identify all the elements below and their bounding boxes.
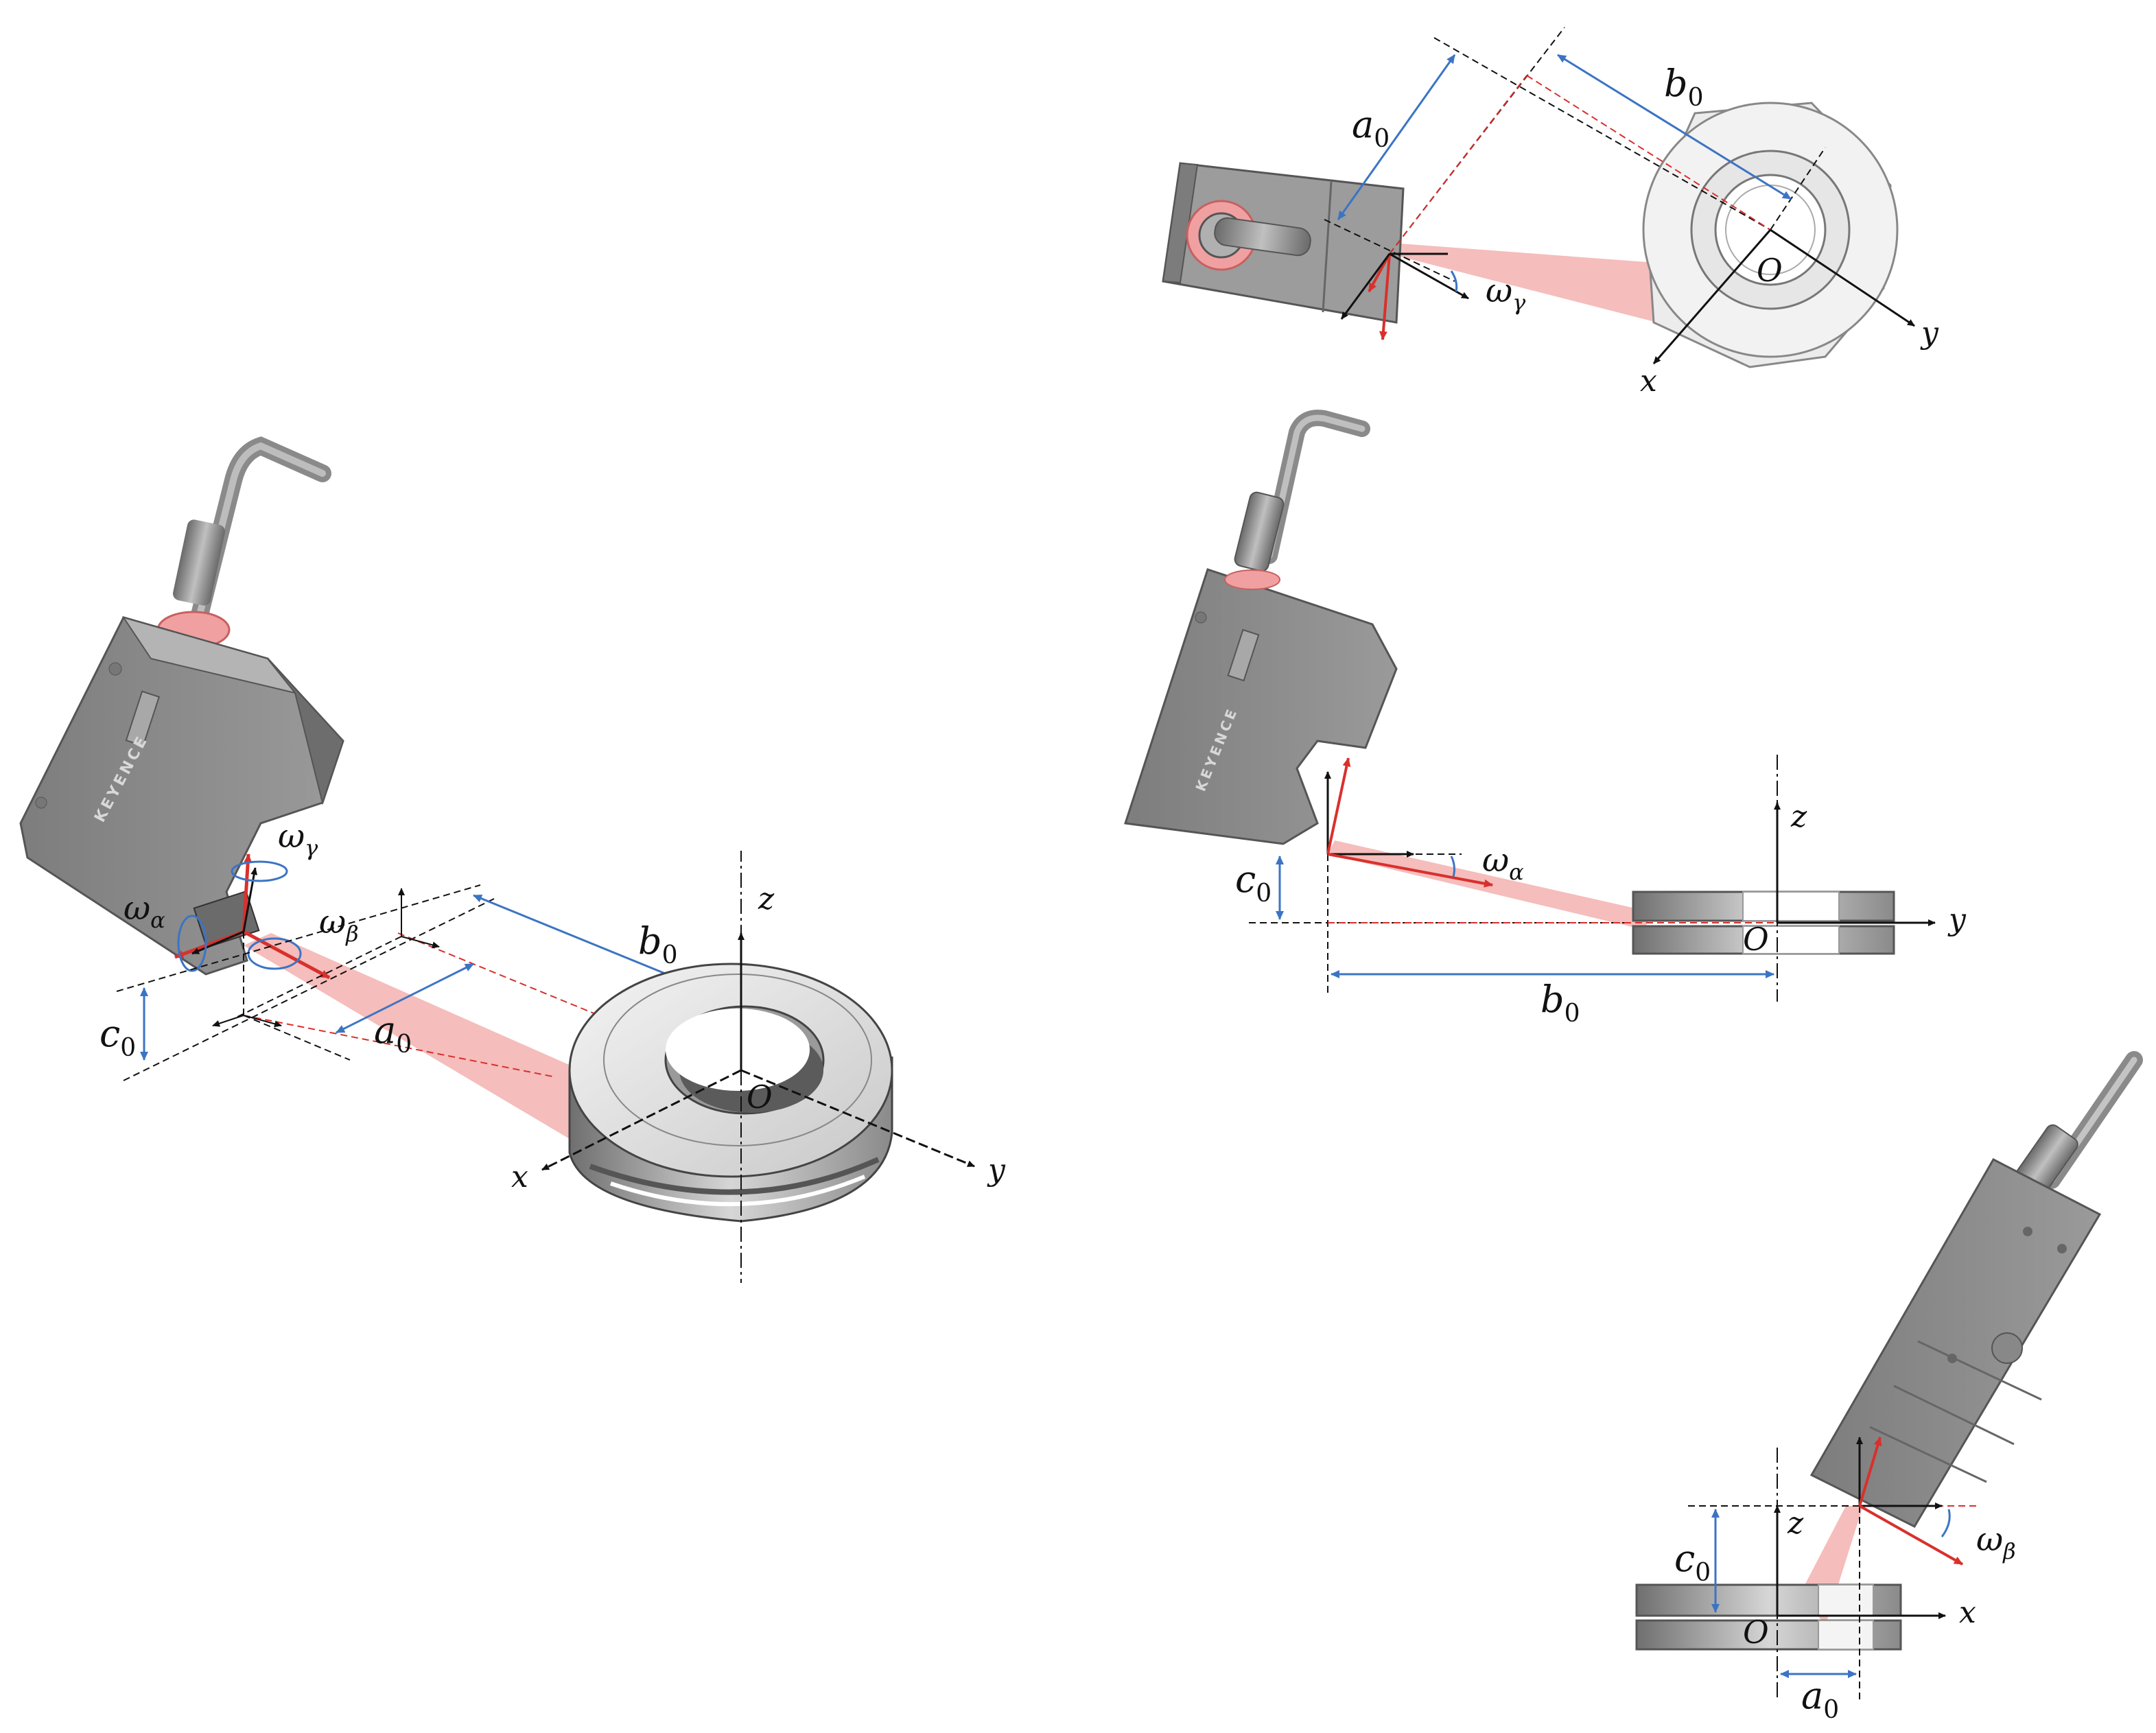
rotation-arrow-icon	[247, 937, 302, 970]
isometric-view: KEYENCE ωγ ωα ωβ	[19, 436, 1006, 1283]
rotation-arrow-icon	[177, 915, 207, 972]
y-axis-label: y	[1947, 902, 1967, 937]
b0-label: b0	[638, 919, 677, 969]
laser-sensor-icon	[1809, 1158, 2102, 1528]
laser-sensor-icon: KEYENCE	[1124, 568, 1398, 845]
z-axis-label: z	[1790, 799, 1807, 834]
origin-label: O	[747, 1078, 773, 1116]
ring-y-axis	[740, 1069, 975, 1168]
dimension-b0	[1557, 54, 1792, 200]
a0-label: a0	[1801, 1674, 1839, 1724]
z-axis-label: z	[758, 882, 775, 917]
nut-ring-icon	[1635, 1583, 1902, 1651]
omega-gamma-label: ωγ	[278, 817, 318, 861]
omega-gamma-label: ωγ	[1486, 272, 1526, 316]
side-view: KEYENCE z y O ωα c0	[1124, 410, 1967, 1028]
nut-ring-icon	[568, 963, 893, 1223]
c0-label: c0	[99, 1012, 136, 1062]
nut-ring-icon	[1632, 891, 1895, 955]
laser-beam	[244, 933, 597, 1139]
x-axis-label: x	[1640, 364, 1657, 399]
a0-label: a0	[374, 1009, 412, 1059]
omega-alpha-label: ωα	[1482, 841, 1524, 885]
y-axis-label: y	[1920, 316, 1939, 351]
y-axis-label: y	[987, 1153, 1006, 1188]
a0-label: a0	[1352, 103, 1390, 153]
x-axis-label: x	[1959, 1595, 1976, 1630]
b0-label: b0	[1540, 978, 1580, 1028]
dimension-a0	[336, 963, 474, 1034]
front-view: z x O ωβ c0 a0	[1635, 1051, 2143, 1724]
sensor-z-axis	[242, 853, 253, 932]
ring-x-axis	[1652, 229, 1772, 364]
laser-sensor-icon: KEYENCE	[19, 611, 344, 976]
origin-label: O	[1743, 1614, 1769, 1651]
laser-sensor-icon	[1162, 162, 1405, 324]
origin-label: O	[1757, 252, 1783, 289]
omega-alpha-label: ωα	[124, 889, 165, 933]
dimension-a0	[1337, 54, 1456, 220]
sensor-cable-icon	[172, 436, 331, 626]
c0-label: c0	[1674, 1537, 1711, 1587]
ring-y-axis	[1770, 228, 1915, 327]
x-axis-label: x	[511, 1159, 528, 1194]
rotation-arrow-icon	[231, 860, 288, 882]
c0-label: c0	[1235, 858, 1272, 908]
b0-label: b0	[1664, 62, 1703, 112]
sensor-y-axis	[242, 930, 331, 980]
nut-ring-icon	[1642, 102, 1899, 368]
ring-x-axis	[541, 1069, 742, 1171]
omega-beta-label: ωβ	[1976, 1520, 2016, 1564]
origin-label: O	[1743, 921, 1769, 958]
omega-beta-label: ωβ	[319, 903, 359, 947]
z-axis-label: z	[1787, 1506, 1804, 1541]
top-view: x y O ωγ a0 b0	[1162, 27, 1939, 399]
